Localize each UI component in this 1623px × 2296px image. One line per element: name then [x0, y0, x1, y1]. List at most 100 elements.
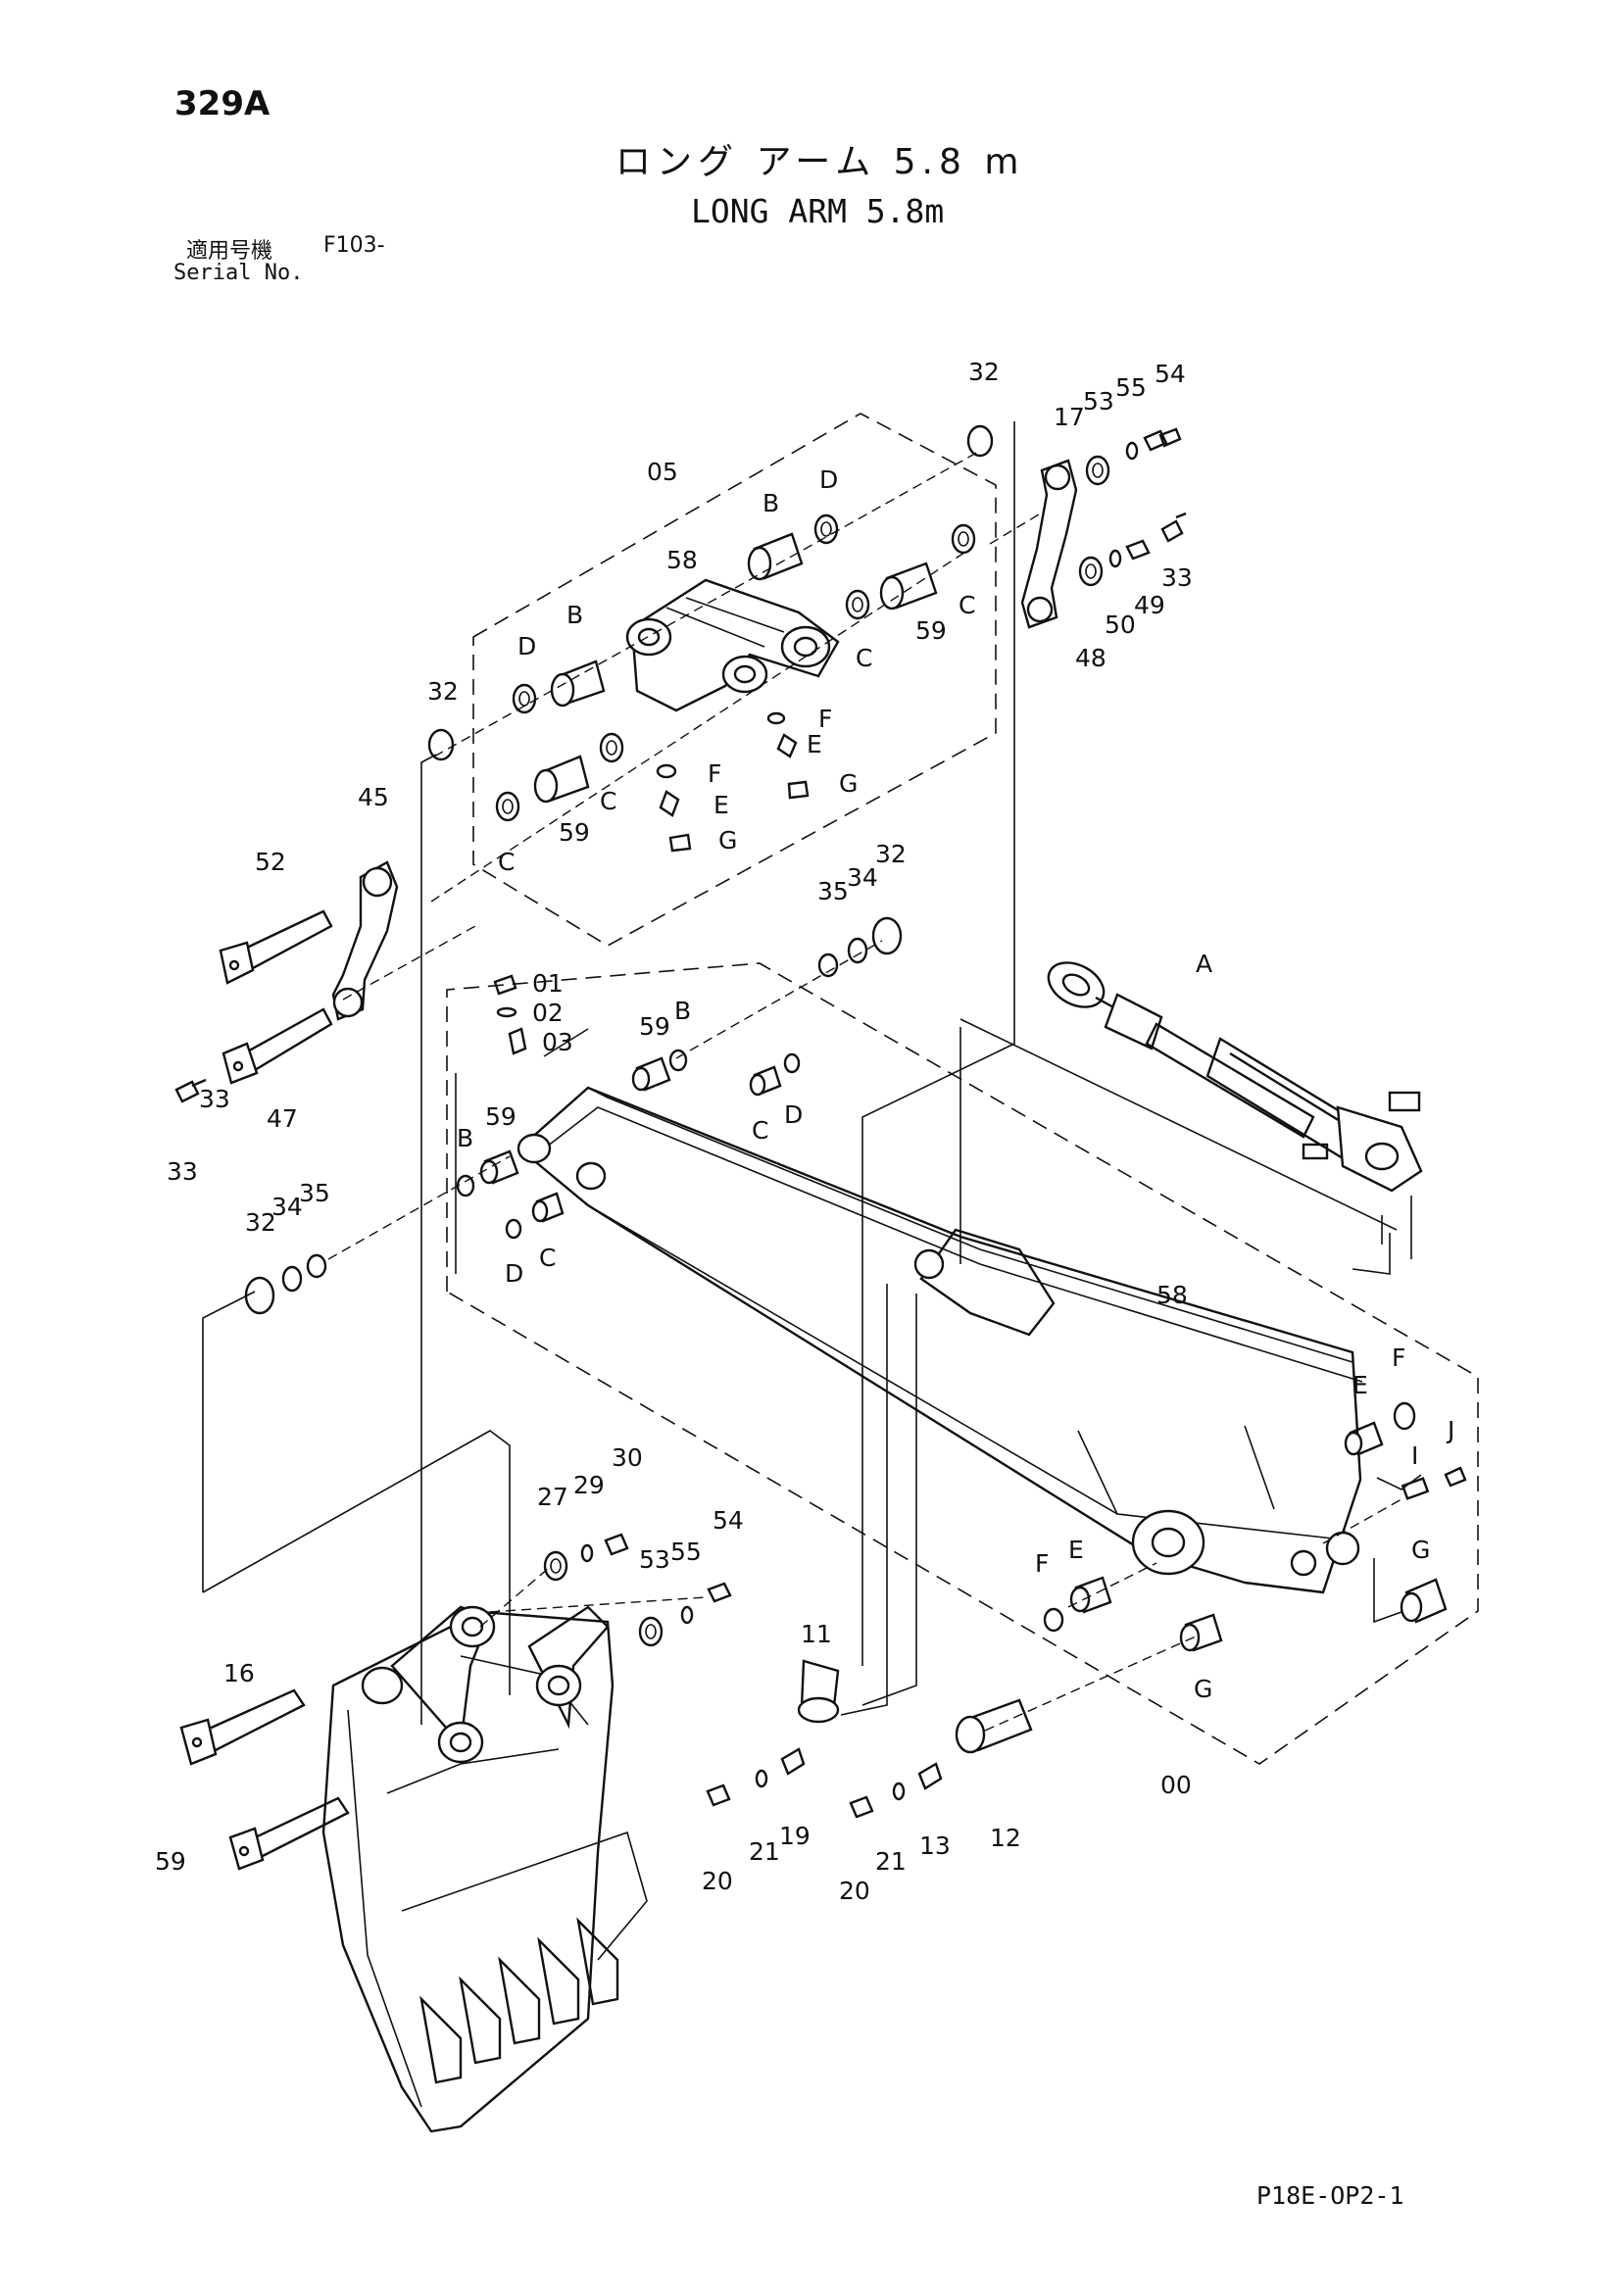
keeper-13: [917, 1762, 943, 1790]
callout-59: 59: [155, 1847, 186, 1876]
bushing-C-upper: [747, 532, 804, 581]
callout-27: 27: [537, 1483, 568, 1511]
callout-B-left: 59: [559, 818, 590, 847]
callout-B-right: 59: [915, 616, 947, 645]
bushing-D-arm-left: [531, 1192, 565, 1223]
snap-ring-32-upper: [966, 424, 994, 458]
callout-F-arm-lower: E: [1068, 1536, 1084, 1564]
callout-J: J: [1446, 1416, 1454, 1444]
seal-E-upper: [813, 513, 839, 545]
callout-D-center: C: [600, 787, 616, 815]
grease-fitting-group-left: [656, 763, 692, 853]
arm-cylinder-58: [1047, 961, 1423, 1193]
callout-34-left: 34: [271, 1193, 303, 1221]
callout-D-arm-upper: C: [752, 1116, 768, 1145]
grease-fitting-33-left: [174, 1078, 207, 1103]
seal-E-arm-upper: [783, 1052, 801, 1074]
callout-B-arm-left: 59: [485, 1102, 516, 1131]
callout-E-upper: D: [819, 465, 838, 494]
grease-fitting-33-top: [1160, 512, 1187, 543]
link-45: [331, 860, 399, 1021]
washer-34-left: [281, 1265, 303, 1293]
callout-D-right: C: [959, 591, 975, 619]
callout-B-arm-upper: 59: [639, 1012, 670, 1041]
seal-E-arm-left: [505, 1218, 522, 1240]
pin-12: [955, 1698, 1033, 1754]
bushing-H-arm-right: [1400, 1578, 1448, 1624]
callout-labels: 32 17 53 55 54 05 D B 58 B D C 59 C 33 4…: [155, 358, 1454, 1905]
callout-12: 12: [990, 1824, 1021, 1852]
callout-53-bottom: 53: [639, 1545, 670, 1574]
bushing-B-left: [533, 755, 590, 804]
callout-G-left: F: [708, 759, 721, 788]
callout-20-left: 20: [702, 1867, 733, 1895]
callout-C-left: B: [566, 601, 583, 629]
callout-01: 01: [532, 969, 564, 998]
callout-H-arm-right: G: [1411, 1536, 1430, 1564]
callout-16: 16: [223, 1659, 255, 1687]
callout-E-arm-upper: D: [784, 1100, 803, 1129]
callout-55-top: 55: [1115, 373, 1147, 402]
callout-03: 03: [542, 1028, 573, 1056]
bushing-C-left: [550, 659, 606, 708]
callout-48: 48: [1075, 644, 1107, 672]
callout-34-right: 34: [847, 863, 878, 892]
bushing-B-right: [879, 562, 938, 611]
callout-49: 49: [1134, 591, 1165, 619]
callout-58: A: [1196, 950, 1212, 978]
bushing-F-arm-right: [1344, 1421, 1384, 1456]
bushing-D-arm-upper: [749, 1065, 782, 1097]
bolt-29: [604, 1533, 629, 1556]
callout-29: 30: [612, 1443, 643, 1472]
pin-16: [179, 1688, 306, 1766]
callout-54-bottom: 54: [713, 1506, 744, 1535]
callout-G-arm-right: F: [1392, 1343, 1405, 1372]
callout-21-left: 21: [749, 1837, 780, 1866]
bolt-J: [1444, 1466, 1467, 1488]
bolt-49: [1125, 539, 1151, 561]
callout-E-arm-left: D: [505, 1259, 523, 1288]
washer-35-right: [817, 953, 839, 978]
callout-53-top: 53: [1083, 387, 1114, 415]
callout-33-bottom: 33: [167, 1157, 198, 1186]
page-number: 329A: [174, 84, 270, 123]
bucket: [321, 1605, 648, 2133]
callout-35-left: 35: [299, 1179, 330, 1207]
washer-53-top: [1085, 455, 1110, 486]
lockwasher-21-right: [892, 1782, 906, 1801]
callout-55-bottom: 55: [670, 1538, 702, 1566]
lockwasher-55-bottom: [680, 1605, 694, 1625]
callout-D-left: C: [498, 848, 515, 876]
callout-47: 47: [267, 1104, 298, 1133]
pin-47: [221, 1007, 333, 1085]
callout-50: 50: [1105, 611, 1136, 639]
callout-32-mid-left: 32: [427, 677, 459, 706]
seal-G-arm-lower: [1043, 1607, 1064, 1633]
serial-label-japanese: 適用号機: [186, 239, 273, 264]
callout-G-arm-lower: F: [1035, 1549, 1049, 1578]
bolt-20-right: [849, 1795, 874, 1819]
callout-21-right: 21: [875, 1847, 907, 1876]
washer-35-left: [306, 1253, 327, 1279]
bushing-H-arm-lower: [1179, 1613, 1223, 1652]
callout-F-arm-right: E: [1352, 1371, 1368, 1399]
callout-33-top: 33: [1161, 563, 1193, 592]
serial-label-english: Serial No.: [173, 261, 304, 285]
callout-D-mid: C: [856, 644, 872, 672]
plug-01: [493, 974, 517, 996]
link-assembly-group-outline: [472, 413, 997, 947]
title-japanese: ロング アーム 5.8 m: [615, 142, 1025, 182]
callout-32-top: 32: [968, 358, 1000, 386]
callout-G-right: F: [818, 705, 832, 733]
snap-ring-32-lower-left: [244, 1276, 275, 1315]
callout-20-right: 20: [839, 1877, 870, 1905]
callout-05: 05: [647, 458, 678, 486]
callout-35-right: 35: [817, 877, 849, 905]
lockwasher-50: [1108, 549, 1122, 568]
pin-11: [797, 1659, 840, 1724]
callout-13: 13: [919, 1832, 951, 1860]
keeper-19: [780, 1747, 806, 1776]
callout-19: 19: [779, 1822, 811, 1850]
callout-45: 45: [358, 783, 389, 811]
callout-32-right: 32: [875, 840, 907, 868]
